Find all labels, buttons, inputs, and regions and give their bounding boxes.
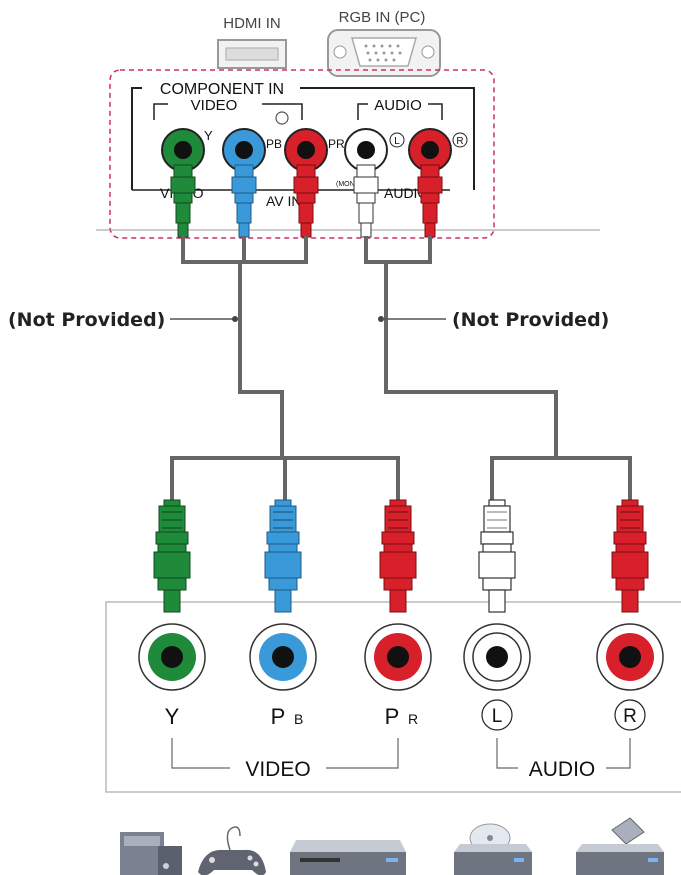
tv-plug-y [170,164,196,238]
tv-plug-r [417,164,443,238]
device-plug-pb [264,499,302,613]
tv-video-group-label: VIDEO [191,97,238,114]
device-jack-pr-label: P [385,704,400,729]
video-cable [170,236,400,500]
cable-callout-left: (Not Provided) [8,309,238,331]
tv-jack-r-label: R [456,136,463,147]
device-jack-r-label: R [623,706,637,727]
tv-jack-pr-label: PR [328,137,345,151]
tv-plug-pb [231,164,257,238]
highlight-border [109,69,495,239]
dvd-player-icon [290,840,406,875]
device-jack-pr [364,623,432,691]
av-in-label: AV IN [266,193,302,209]
device-jack-pr-sub: R [408,711,418,727]
not-provided-label-left: (Not Provided) [8,309,165,331]
device-jack-l-label: L [492,706,503,727]
device-video-label: VIDEO [245,758,310,781]
device-jack-pb [249,623,317,691]
cable-callout-right: (Not Provided) [378,309,609,331]
device-plug-pr [379,499,417,613]
not-provided-label-right: (Not Provided) [452,309,609,331]
device-jack-y [138,623,206,691]
device-plug-l [478,499,516,613]
device-jack-pb-sub: B [294,711,303,727]
device-plug-r [611,499,649,613]
component-in-label: COMPONENT IN [160,81,284,98]
device-output-panel: Y P B P R L R VIDEO AUDIO [105,601,681,793]
tv-bottom-audio-label: AUDIO [384,185,428,201]
device-jack-l [463,623,531,691]
disc-player-icon [454,823,532,875]
vcr-icon [576,817,664,875]
tv-jack-y-label: Y [204,128,213,143]
rgb-port: RGB IN (PC) [327,9,441,77]
hdmi-port: HDMI IN [217,15,287,69]
device-jack-pb-label: P [271,704,286,729]
audio-cable [364,236,632,500]
tv-jack-l-label: L [394,136,400,147]
tv-plug-pr [293,164,319,238]
tv-component-panel: COMPONENT IN VIDEO AUDIO VIDEO AV IN AUD… [96,69,600,239]
device-jack-y-label: Y [165,704,180,729]
rgb-in-label: RGB IN (PC) [339,9,426,26]
device-plug-y [153,499,191,613]
tv-jack-pb-label: PB [266,137,282,151]
pc-tower-icon [120,832,182,875]
device-audio-label: AUDIO [529,758,596,781]
device-jack-r [596,623,664,691]
gamepad-icon [198,826,266,875]
mono-label: (MONO) [336,181,362,188]
tv-plug-l [353,164,379,238]
hdmi-in-label: HDMI IN [223,15,281,32]
tv-audio-group-label: AUDIO [374,97,422,114]
tv-jack-audio-r [408,128,452,172]
